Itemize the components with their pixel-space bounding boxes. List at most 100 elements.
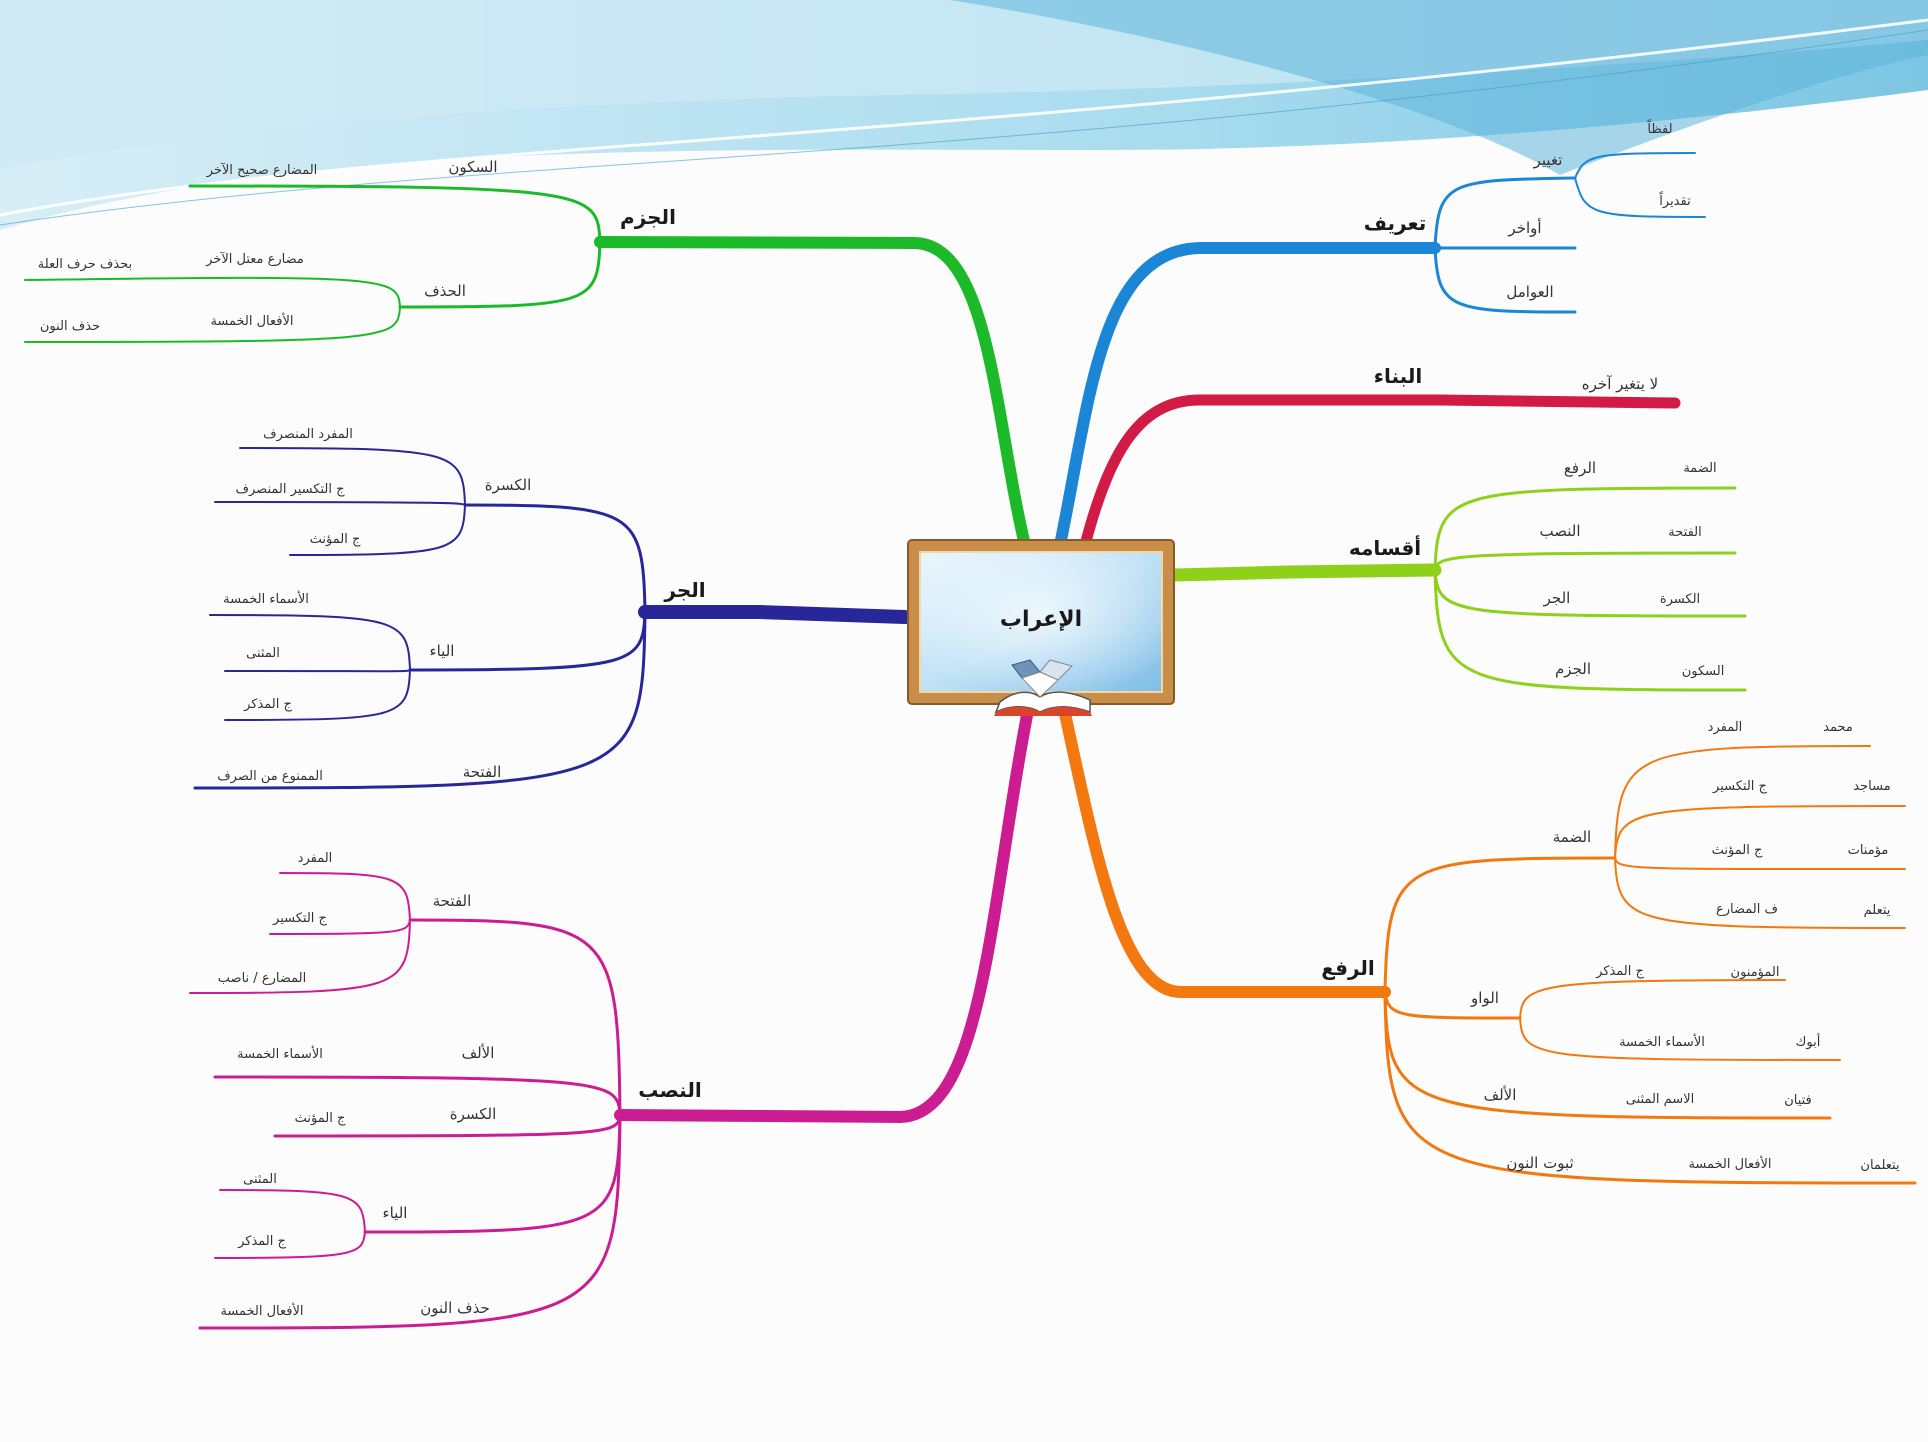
jazm-hadhf-item: مضارع معتل الآخر بحذف حرف العلة [38,251,304,272]
aqsam-row: الرفع الضمة [1564,459,1717,477]
central-node: الإعراب [907,539,1175,716]
node-raf-damma: الضمة [1553,828,1591,846]
tarif-labels: تعريف تغيير لفظاً تقديراً أواخر العوامل [1364,119,1691,301]
node-jazm-hadhf: الحذف [424,282,466,300]
aqsam-type: الجزم [1555,660,1591,678]
jarr-labels: الجر الكسرة المفرد المنصرف ج التكسير الم… [217,427,705,784]
aqsam-row: النصب الفتحة [1539,522,1701,540]
node-taqdiran: تقديراً [1659,191,1691,209]
aqsam-row: الجر الكسرة [1543,589,1701,607]
item-example: المؤمنون [1731,965,1780,980]
aqsam-row: الجزم السكون [1555,660,1724,679]
item-type: ج المذكر [1595,964,1644,979]
branch-label-tarif: تعريف [1364,211,1427,235]
raf-damma-item: ج التكسير مساجد [1712,779,1891,794]
branch-label-binaa: البناء [1374,364,1422,388]
nasb-labels: النصب الفتحة المفرد ج التكسير المضارع / … [218,851,702,1319]
jazm-labels: الجزم السكون المضارع صحيح الآخر الحذف مض… [38,158,676,334]
item-example: مؤمنات [1848,843,1889,858]
binaa-labels: البناء لا يتغير آخره [1374,364,1658,393]
item-type: الأفعال الخمسة [210,312,293,329]
jarr-fatha-item: الممنوع من الصرف [217,769,323,784]
node-jarr-kasra: الكسرة [485,476,532,494]
jarr-kasra-item: ج المؤنث [310,532,361,547]
node-jazm-sukun: السكون [448,158,497,176]
node-nasb-yaa: الياء [383,1204,408,1222]
book-icon [994,659,1092,716]
node-taghyir: تغيير [1533,151,1563,169]
raf-nun-example: يتعلمان [1860,1158,1900,1173]
node-nasb-fatha: الفتحة [433,892,472,910]
jarr-yaa-item: المثنى [246,646,280,661]
branch-binaa [1079,394,1681,551]
branch-nasb [189,694,1036,1330]
nasb-yaa-item: المثنى [243,1172,277,1187]
item-result: حذف النون [40,319,100,334]
aqsam-sign: السكون [1682,664,1725,679]
branch-tarif [1054,152,1706,551]
central-title: الإعراب [1000,607,1082,632]
raf-alif-example: فتيان [1784,1093,1812,1108]
node-raf-waw: الواو [1470,989,1499,1007]
nasb-kasra-item: ج المؤنث [295,1111,346,1126]
node-jarr-yaa: الياء [430,642,455,660]
branch-label-nasb: النصب [638,1078,701,1102]
raf-nun-type: الأفعال الخمسة [1688,1155,1771,1172]
aqsam-type: النصب [1539,522,1580,540]
branch-label-jazm: الجزم [620,205,676,229]
aqsam-labels: أقسامه الرفع الضمة النصب الفتحة الجر الك… [1349,459,1724,679]
nasb-alif-item: الأسماء الخمسة [237,1045,323,1062]
branch-label-jarr: الجر [663,578,705,602]
node-nasb-alif: الألف [462,1043,495,1062]
node-jarr-fatha: الفتحة [463,763,502,781]
node-awakhir: أواخر [1507,218,1541,237]
node-awamil: العوامل [1506,283,1553,301]
item-example: أبوك [1796,1033,1821,1050]
node-lafzan: لفظاً [1647,119,1673,137]
nasb-fatha-item: المضارع / ناصب [218,971,306,986]
item-result: بحذف حرف العلة [38,257,132,272]
item-type: ف المضارع [1716,902,1778,917]
branch-aqsam [1168,486,1747,692]
aqsam-sign: الفتحة [1668,525,1701,540]
jazm-sukun-item: المضارع صحيح الآخر [206,162,318,178]
header-wave [0,0,1928,230]
raf-damma-item: ف المضارع يتعلم [1716,902,1891,918]
branch-label-aqsam: أقسامه [1349,534,1421,560]
node-raf-alif: الألف [1484,1085,1517,1104]
jarr-yaa-item: الأسماء الخمسة [223,590,309,607]
jazm-hadhf-item: الأفعال الخمسة حذف النون [40,312,294,334]
branch-jazm [24,184,1031,551]
raf-waw-item: ج المذكر المؤمنون [1595,964,1779,980]
aqsam-type: الجر [1543,589,1571,607]
item-example: يتعلم [1864,903,1891,918]
jarr-yaa-item: ج المذكر [243,697,292,712]
nasb-fatha-item: ج التكسير [272,911,328,926]
raf-waw-item: الأسماء الخمسة أبوك [1619,1033,1820,1050]
branch-raf [1056,694,1917,1185]
branch-jarr [193,447,912,790]
item-example: محمد [1823,720,1853,735]
nasb-fatha-item: المفرد [298,851,333,866]
branch-label-raf: الرفع [1321,956,1375,980]
item-type: المفرد [1708,720,1743,735]
aqsam-type: الرفع [1564,459,1596,477]
node-nasb-kasra: الكسرة [450,1105,497,1123]
aqsam-sign: الضمة [1683,461,1716,476]
raf-alif-type: الاسم المثنى [1626,1092,1694,1107]
raf-damma-item: ج المؤنث مؤمنات [1712,843,1889,858]
nasb-yaa-item: ج المذكر [237,1234,286,1249]
node-binaa-desc: لا يتغير آخره [1582,375,1658,393]
jarr-kasra-item: المفرد المنصرف [263,427,353,442]
jarr-kasra-item: ج التكسير المنصرف [236,482,346,497]
node-nasb-hadhf: حذف النون [420,1299,490,1317]
item-type: ج المؤنث [1712,843,1763,858]
raf-labels: الرفع الضمة المفرد محمد ج التكسير مساجد … [1321,720,1900,1173]
item-example: مساجد [1853,779,1890,794]
nasb-hadhf-item: الأفعال الخمسة [220,1302,303,1319]
item-type: مضارع معتل الآخر [205,251,304,267]
item-type: ج التكسير [1712,779,1768,794]
node-raf-nun: ثبوت النون [1506,1154,1573,1172]
